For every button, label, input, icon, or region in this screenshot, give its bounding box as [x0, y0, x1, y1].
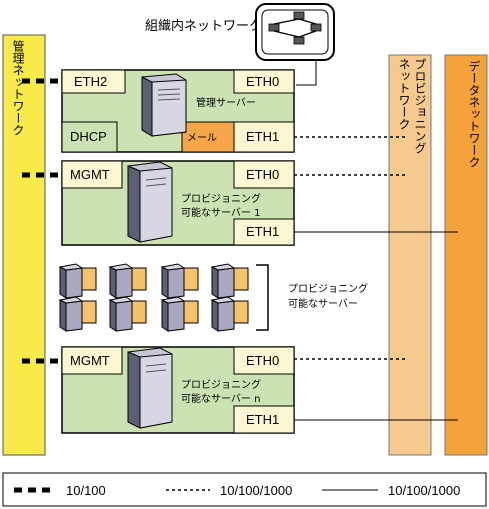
eth1-label: ETH1	[246, 129, 279, 144]
server-group	[58, 263, 249, 332]
provisioning-network-label-part2: ネットワーク	[397, 58, 411, 130]
legend: 10/100 10/100/1000 10/100/1000	[2, 472, 487, 507]
management-server-box: ETH2 ETH0 DHCP メール ETH1 管理サーバー	[61, 69, 295, 153]
server-group-label-line2: 可能なサーバー	[288, 297, 358, 310]
mgmt-eth1-port	[233, 121, 295, 153]
servern-eth0-label: ETH0	[246, 353, 279, 368]
org-network-label: 組織内ネットワーク	[145, 18, 262, 33]
servern-eth0-port	[233, 346, 295, 375]
management-network-column	[2, 34, 46, 456]
eth2-label: ETH2	[74, 74, 107, 89]
server1-eth1-label: ETH1	[246, 224, 279, 239]
small-server-icon	[108, 296, 147, 332]
org-network-link	[296, 60, 317, 86]
servern-eth1-port	[233, 405, 295, 434]
legend-label-solid: 10/100/1000	[388, 483, 460, 498]
server1-eth1-port	[233, 218, 295, 246]
links-solid	[294, 231, 458, 421]
mail-label: メール	[187, 133, 217, 144]
provisionable-server-n-box: MGMT ETH0 ETH1 プロビジョニング 可能なサーバー n	[61, 346, 295, 434]
servern-mgmt-port	[61, 346, 123, 375]
dhcp-box	[61, 121, 118, 153]
servern-label-line2: 可能なサーバー n	[181, 392, 260, 405]
provisioning-network-column	[388, 54, 432, 456]
eth2-port	[61, 69, 126, 94]
small-server-icon	[210, 263, 249, 299]
small-server-icon	[160, 296, 199, 332]
small-server-icon	[108, 263, 147, 299]
small-server-icon	[210, 296, 249, 332]
server1-mgmt-port	[61, 160, 123, 189]
server-group-bracket	[256, 264, 269, 331]
server1-label-line2: 可能なサーバー 1	[181, 206, 260, 219]
eth0-label: ETH0	[246, 74, 279, 89]
server-n-icon	[127, 347, 173, 429]
links-dotted	[294, 136, 408, 360]
server-group-label-line1: プロビジョニング	[288, 282, 368, 295]
servern-mgmt-label: MGMT	[70, 353, 110, 368]
links-10-100	[22, 78, 62, 364]
dhcp-label: DHCP	[70, 129, 107, 144]
servern-eth1-label: ETH1	[246, 412, 279, 427]
server1-eth0-label: ETH0	[246, 167, 279, 182]
provisioning-network-label-part1: プロビジョニング	[413, 58, 427, 154]
data-network-label: データネットワーク	[467, 60, 481, 168]
management-network-label: 管理ネットワーク	[11, 39, 25, 136]
small-server-icon	[160, 263, 199, 299]
server1-eth0-port	[233, 160, 295, 189]
management-server-label: 管理サーバー	[196, 96, 256, 109]
servern-label-line1: プロビジョニング	[181, 378, 261, 391]
server-1-icon	[127, 161, 173, 243]
mgmt-eth0-port	[233, 69, 295, 94]
small-server-icon	[58, 263, 97, 299]
legend-label-10-100: 10/100	[66, 483, 106, 498]
legend-label-dotted: 10/100/1000	[220, 483, 292, 498]
mail-box	[181, 121, 235, 153]
server1-mgmt-label: MGMT	[70, 167, 110, 182]
small-server-icon	[58, 296, 97, 332]
management-server-icon	[141, 73, 187, 137]
provisionable-server-1-box: MGMT ETH0 ETH1 プロビジョニング 可能なサーバー 1	[61, 160, 295, 246]
data-network-column	[444, 54, 488, 456]
server1-label-line1: プロビジョニング	[181, 192, 261, 205]
org-network-icon	[255, 3, 335, 61]
